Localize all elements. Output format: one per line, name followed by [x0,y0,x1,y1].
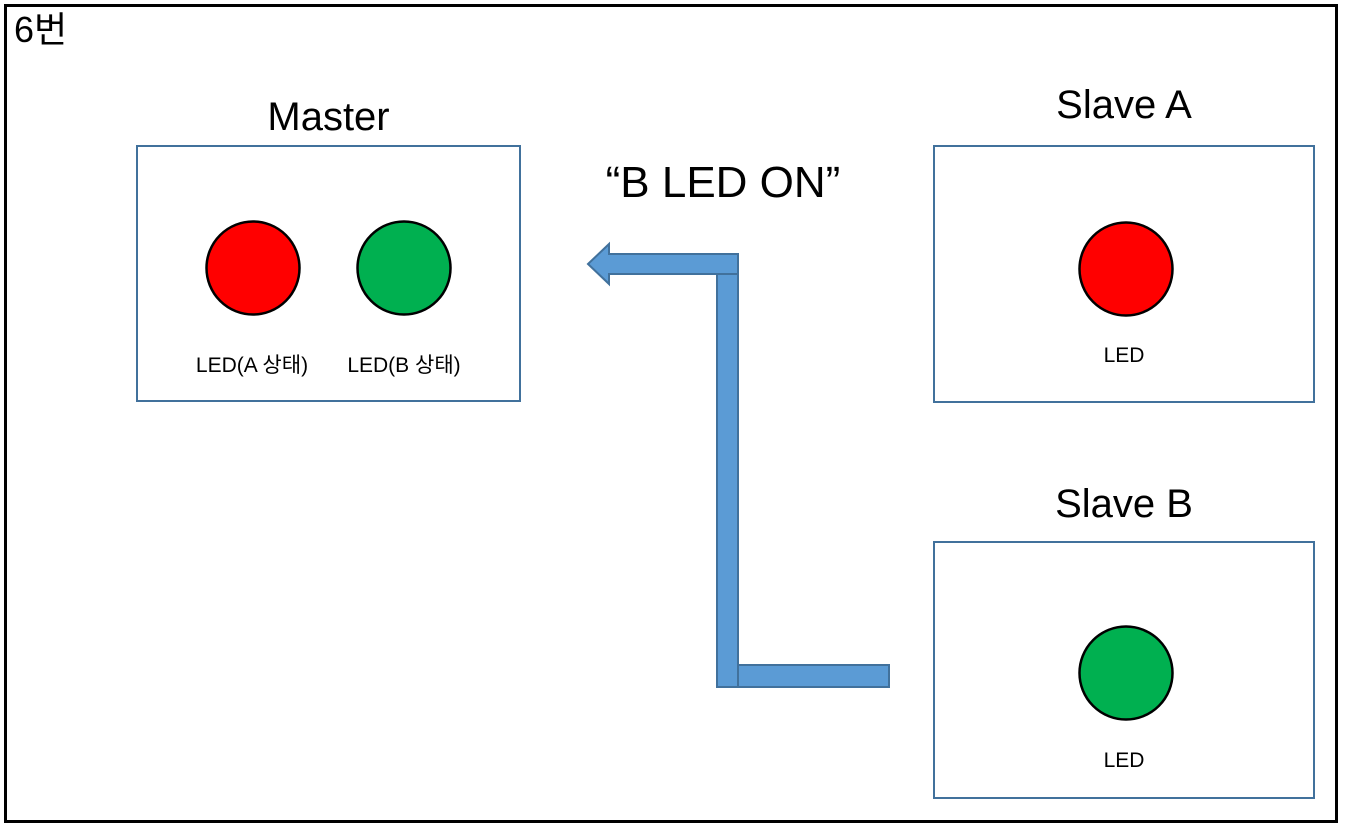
outer-frame [4,4,1338,823]
slave-a-title: Slave A [1056,83,1192,127]
master-led-a-red-circle [205,220,301,316]
message-b-led-on-label: “B LED ON” [605,158,841,207]
led-circle [1078,625,1174,721]
arrow-vertical-segment [716,272,739,688]
slave-b-box: LED [933,541,1315,799]
page-label: 6번 [14,9,68,50]
slave-b-led-label: LED [1103,749,1145,772]
master-led-b-label: LED(B 상태) [347,354,461,377]
led-circle [1078,221,1174,317]
master-led-b-green-circle [356,220,452,316]
slave-a-box: LED [933,145,1315,403]
slave-b-title: Slave B [1055,482,1193,526]
arrow-head-left [586,241,739,287]
arrow-bottom-segment [717,664,890,688]
master-led-a-label: LED(A 상태) [195,354,309,377]
master-title: Master [267,95,390,139]
slave-b-led-green-circle [1078,625,1174,721]
led-circle [356,220,452,316]
led-circle [205,220,301,316]
master-box: LED(A 상태) LED(B 상태) [136,145,521,402]
slave-a-led-label: LED [1103,344,1145,367]
elbow-arrow-slave-b-to-master [586,241,890,688]
slave-a-led-red-circle [1078,221,1174,317]
